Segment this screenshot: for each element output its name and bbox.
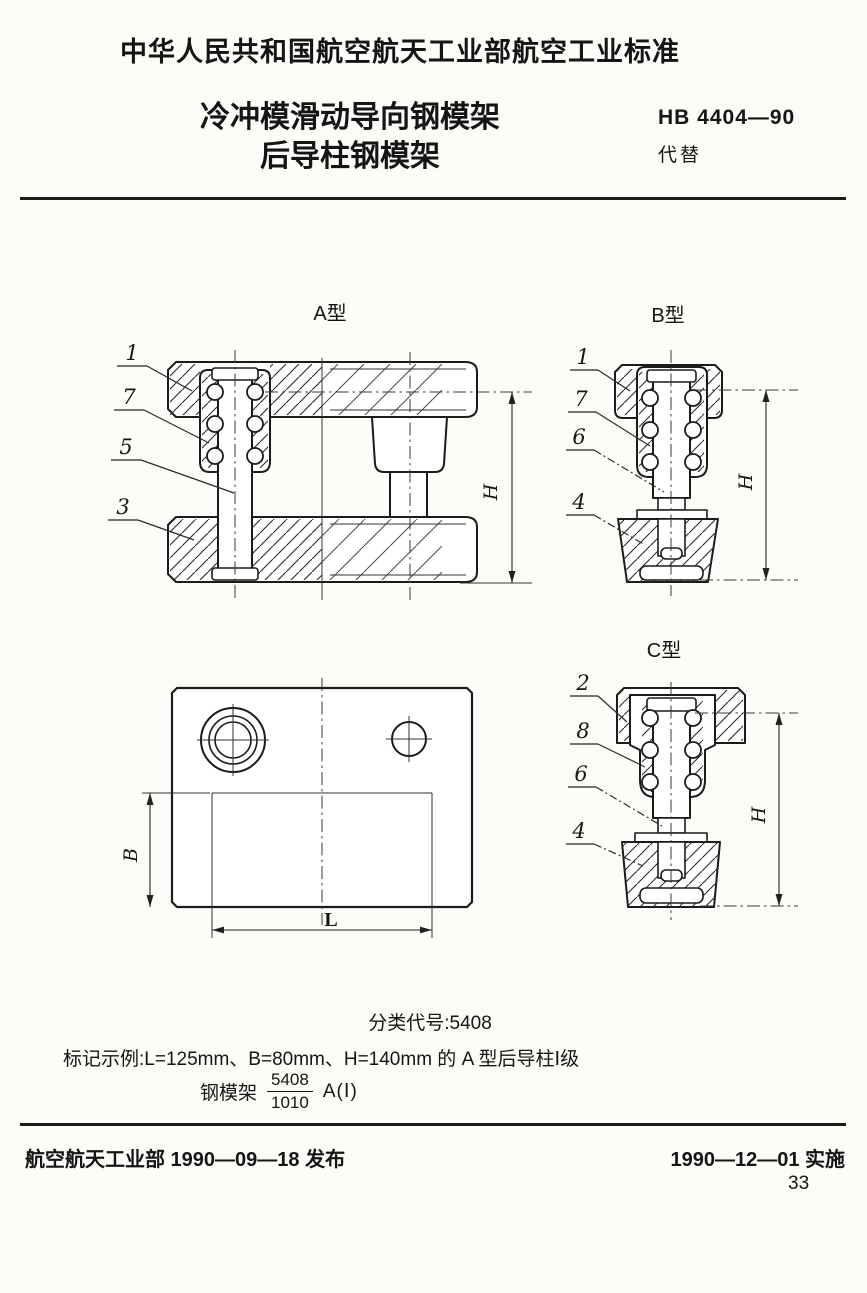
document-header: 中华人民共和国航空航天工业部航空工业标准 — [120, 37, 680, 67]
center-lines — [234, 350, 532, 602]
ball-cage-balls — [641, 389, 702, 471]
figure-a-title: A型 — [313, 302, 346, 325]
marking-example: 标记示例:L=125mm、B=80mm、H=140mm 的 A 型后导柱Ⅰ级 — [63, 1049, 580, 1070]
title-line-2: 后导柱钢模架 — [260, 140, 440, 173]
ball-cage-balls — [641, 709, 702, 791]
document-title: 冷冲模滑动导向钢模架 后导柱钢模架 — [150, 98, 550, 176]
supersedes-label: 代替 — [658, 145, 703, 166]
figure-plan-view-drawing: B L — [120, 678, 474, 938]
designation-suffix: A(Ⅰ) — [322, 1080, 358, 1102]
die-space-outline — [211, 792, 433, 938]
figure-type-b-drawing: B型 — [566, 304, 798, 596]
part-label-7: 7 — [122, 385, 136, 409]
designation-numerator: 5408 — [267, 1070, 313, 1092]
dimension-h: H — [460, 392, 532, 584]
dim-h-label: H — [480, 483, 502, 501]
part-label-6: 6 — [572, 425, 585, 449]
standard-number: HB 4404—90 — [658, 106, 796, 129]
dim-h-label: H — [748, 806, 770, 824]
part-label-8: 8 — [576, 719, 589, 743]
part-label-1: 1 — [576, 345, 589, 369]
guide-bush-hole — [197, 704, 269, 776]
footer-divider-rule — [20, 1123, 846, 1126]
lower-die-shoe — [617, 518, 719, 583]
title-line-1: 冷冲模滑动导向钢模架 — [200, 101, 500, 134]
page-number: 33 — [788, 1173, 810, 1194]
dimension-h: H — [695, 712, 798, 907]
designation-denominator: 1010 — [271, 1092, 309, 1112]
dim-h-label: H — [735, 473, 757, 491]
part-label-2: 2 — [575, 671, 589, 695]
part-label-7: 7 — [574, 387, 588, 411]
part-callouts: 2 8 6 4 — [566, 671, 663, 867]
ball-cage-balls — [206, 383, 264, 465]
dimension-l: L — [212, 909, 432, 934]
figure-b-title: B型 — [651, 304, 684, 327]
part-label-3: 3 — [116, 495, 129, 519]
footer-effective-text: 1990—12—01 实施 — [670, 1149, 845, 1171]
figure-type-a-drawing: A型 — [108, 302, 532, 602]
classification-code: 分类代号:5408 — [368, 1013, 492, 1034]
part-label-4: 4 — [571, 490, 585, 514]
header-divider-rule — [20, 197, 846, 200]
pillar-hole — [386, 716, 432, 762]
part-label-4: 4 — [571, 819, 585, 843]
dim-b-label: B — [120, 848, 142, 863]
dim-l-label: L — [324, 909, 337, 931]
figure-type-c-drawing: C型 — [566, 639, 798, 920]
part-label-6: 6 — [574, 762, 587, 786]
part-label-1: 1 — [125, 341, 138, 365]
part-callouts: 1 7 6 4 — [566, 345, 665, 546]
footer-issued-text: 航空航天工业部 1990—09—18 发布 — [25, 1149, 346, 1171]
dimension-h: H — [695, 389, 798, 581]
figure-c-title: C型 — [647, 639, 681, 662]
dimension-b: B — [120, 792, 210, 907]
designation-prefix: 钢模架 — [200, 1082, 258, 1104]
part-label-5: 5 — [119, 435, 132, 459]
shank-assembly — [371, 416, 448, 518]
standard-number-block: HB 4404—90 代替 — [658, 106, 795, 167]
part-callouts: 1 7 5 3 — [108, 341, 235, 541]
